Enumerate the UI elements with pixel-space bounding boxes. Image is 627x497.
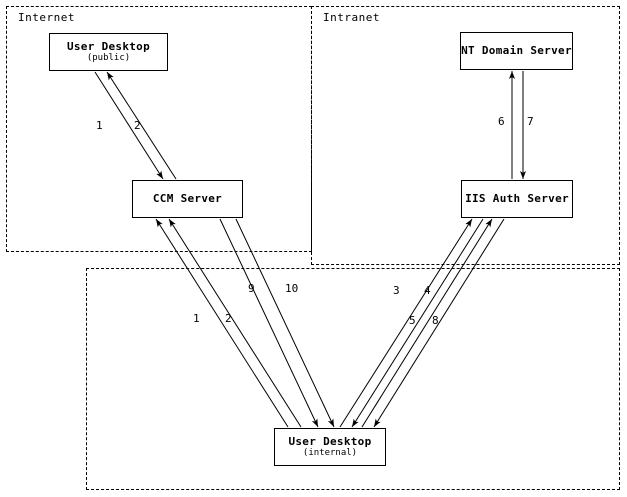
edge-2 <box>168 218 302 428</box>
node-title: User Desktop <box>288 434 372 448</box>
edge-label-e2-ccm-to-public: 2 <box>134 119 141 132</box>
edge-label-e1-public-to-ccm: 1 <box>96 119 103 132</box>
edge-4 <box>351 218 484 428</box>
edge-label-e9-ccm-to-internal: 9 <box>248 282 255 295</box>
node-iis-auth-server[interactable]: IIS Auth Server <box>461 180 573 218</box>
node-subtitle: (internal) <box>302 448 358 459</box>
node-user-desktop-internal[interactable]: User Desktop (internal) <box>274 428 386 466</box>
zone-intranet <box>311 6 620 265</box>
edge-lines <box>94 71 526 428</box>
edge-1 <box>155 218 289 428</box>
node-ccm-server[interactable]: CCM Server <box>132 180 243 218</box>
node-title: CCM Server <box>152 191 223 205</box>
edge-5 <box>361 218 493 428</box>
edge-label-e8-iis-to-internal: 8 <box>432 314 439 327</box>
edge-label-e5-internal-to-iis: 5 <box>409 314 416 327</box>
edge-1 <box>94 71 164 180</box>
edge-2 <box>106 71 177 180</box>
edge-10 <box>235 218 335 428</box>
node-nt-domain-server[interactable]: NT Domain Server <box>460 32 573 70</box>
zone-internal-network <box>86 268 620 490</box>
edge-9 <box>219 218 319 428</box>
edge-label-e10-ccm-to-internal: 10 <box>285 282 299 295</box>
edge-label-e1-internal-to-ccm: 1 <box>193 312 200 325</box>
edge-8 <box>373 218 505 428</box>
edge-label-e2-internal-to-ccm: 2 <box>225 312 232 325</box>
node-title: NT Domain Server <box>461 43 572 57</box>
zone-internet-label: Internet <box>18 11 75 24</box>
edge-label-e4-iis-to-internal: 4 <box>424 284 431 297</box>
edge-label-e3-internal-to-iis: 3 <box>393 284 400 297</box>
zone-intranet-label: Intranet <box>323 11 380 24</box>
node-subtitle: (public) <box>86 53 131 64</box>
edge-3 <box>339 218 473 428</box>
node-title: User Desktop <box>66 39 151 53</box>
edge-label-e6-iis-to-nt: 6 <box>498 115 505 128</box>
edge-label-e7-nt-to-iis: 7 <box>527 115 534 128</box>
node-user-desktop-public[interactable]: User Desktop (public) <box>49 33 168 71</box>
node-title: IIS Auth Server <box>465 191 569 205</box>
